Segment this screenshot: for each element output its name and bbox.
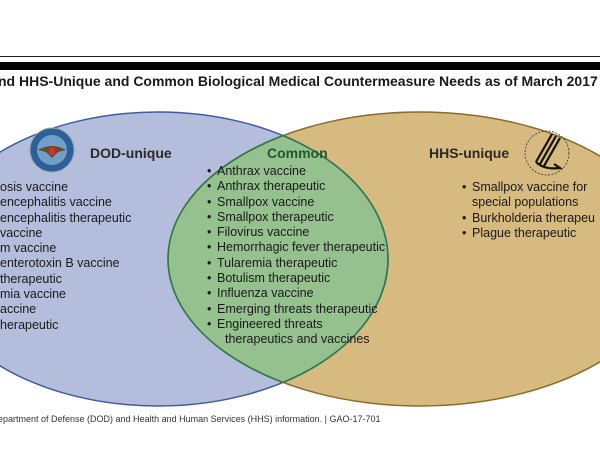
dod-unique-header: DOD-unique [90,145,172,161]
list-item: Botulism therapeutic [207,271,385,287]
list-item: herapeutic [0,317,59,332]
source-note: epartment of Defense (DOD) and Health an… [0,414,381,424]
list-item: Filovirus vaccine [207,225,385,241]
list-item: Smallpox vaccine for [462,180,595,196]
list-item: Plague therapeutic [462,226,595,242]
top-rule [0,56,600,57]
list-item: mia vaccine [0,287,66,302]
list-item: Smallpox therapeutic [207,210,385,226]
common-right-outline [168,112,389,406]
list-item: Anthrax vaccine [207,164,385,180]
list-item: accine [0,302,37,317]
list-item: Engineered threats [207,317,385,333]
list-item-continuation: therapeutics and vaccines [225,332,370,347]
list-item: encephalitis therapeutic [0,210,132,225]
list-item-continuation: special populations [472,195,579,210]
list-item: enterotoxin B vaccine [0,256,120,271]
list-item: Burkholderia therapeu [462,211,595,227]
list-item: m vaccine [0,241,57,256]
list-item: Influenza vaccine [207,286,385,302]
list-item: osis vaccine [0,180,69,194]
figure-title: nd HHS-Unique and Common Biological Medi… [0,73,598,89]
list-item: Tularemia therapeutic [207,256,385,272]
hhs-unique-list: Smallpox vaccine for special populations… [462,180,595,241]
list-item: Hemorrhagic fever therapeutic [207,240,385,256]
list-item: Anthrax therapeutic [207,179,385,195]
list-item: Smallpox vaccine [207,195,385,211]
hhs-seal-icon [524,130,570,176]
common-list: Anthrax vaccine Anthrax therapeutic Smal… [207,164,385,348]
list-item: encephalitis vaccine [0,195,112,210]
list-item: vaccine [0,225,43,240]
hhs-unique-header: HHS-unique [429,145,510,161]
list-item: Emerging threats therapeutic [207,302,385,318]
dod-unique-list: osis vaccine encephalitis vaccine enceph… [0,180,131,333]
dod-seal-icon [29,127,75,173]
title-bar [0,62,600,70]
list-item: therapeutic [0,271,62,286]
common-header: Common [267,145,328,161]
common-left-outline [167,112,388,406]
